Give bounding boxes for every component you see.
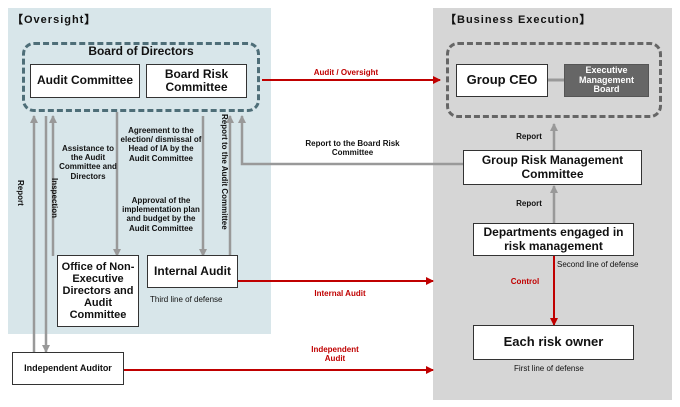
executive-board-box: Executive Management Board [564,64,649,97]
board-of-directors-title: Board of Directors [88,44,194,58]
grmc-box: Group Risk Management Committee [463,150,642,185]
office-ned-box: Office of Non-Executive Directors and Au… [57,255,139,327]
risk-owner-box: Each risk owner [473,325,634,360]
assistance-label: Assistance to the Audit Committee and Di… [59,144,117,181]
group-ceo-box: Group CEO [456,64,548,97]
board-risk-committee-box: Board Risk Committee [146,64,247,98]
departments-box: Departments engaged in risk management [473,223,634,256]
ceo-group [446,42,662,118]
dept-report-label: Report [516,199,542,208]
independent-audit-label: Independent Audit [311,345,359,364]
control-label: Control [510,277,540,286]
grmc-report-label: Report [516,132,542,141]
agreement-label: Agreement to the election/ dismissal of … [120,126,202,163]
audit-committee-box: Audit Committee [30,64,140,98]
report-to-brc-label: Report to the Board Risk Committee [305,139,400,158]
internal-audit-box: Internal Audit [147,255,238,288]
business-execution-title: 【Business Execution】 [445,14,592,26]
oversight-title: 【Oversight】 [12,14,97,26]
report-to-brc-arrow [238,115,463,166]
first-line-label: First line of defense [514,364,584,373]
report-to-audit-committee-label: Report to the Audit Committee [220,114,229,230]
internal-audit-arrow-label: Internal Audit [314,289,366,298]
independent-auditor-box: Independent Auditor [12,352,124,385]
third-line-label: Third line of defense [150,295,223,304]
audit-oversight-label: Audit / Oversight [313,68,379,77]
second-line-label: Second line of defense [557,260,639,269]
report-vertical-label: Report [16,180,25,206]
approval-label: Approval of the implementation plan and … [122,196,200,233]
inspection-vertical-label: Inspection [50,178,59,219]
board-of-directors-group [22,42,260,112]
